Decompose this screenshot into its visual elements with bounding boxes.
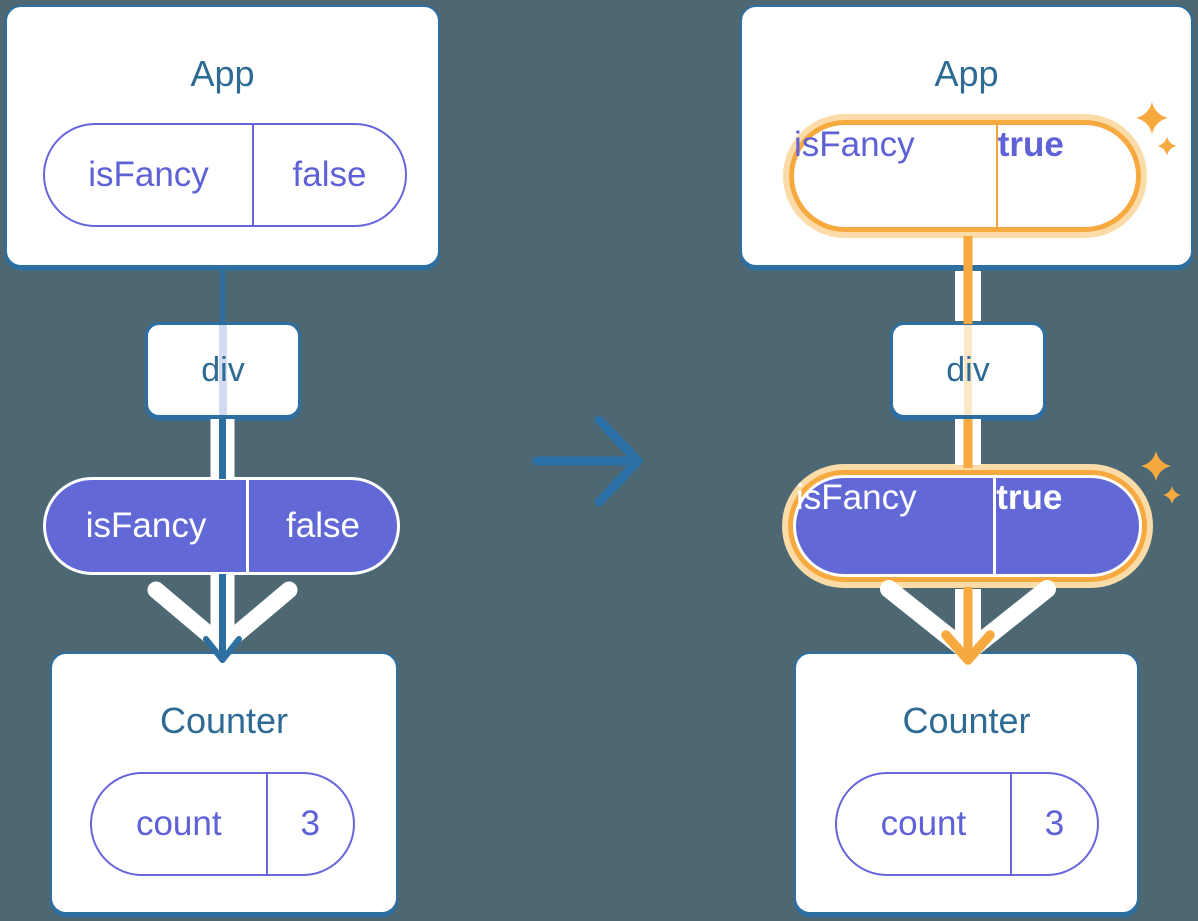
prop-value: false <box>286 506 360 545</box>
counter-card: Counter count 3 <box>794 652 1139 914</box>
passed-prop-pill: isFancy false <box>43 477 400 575</box>
state-value-cell: 3 <box>1009 774 1097 874</box>
prop-name-cell: isFancy <box>46 480 246 572</box>
prop-value-cell: true <box>995 125 1136 227</box>
sparkle-icon <box>1163 486 1181 504</box>
prop-name-cell: isFancy <box>796 478 993 574</box>
prop-value: false <box>292 155 367 194</box>
prop-value-cell: false <box>252 125 405 225</box>
counter-card: Counter count 3 <box>50 652 398 914</box>
prop-name-cell: isFancy <box>794 125 996 227</box>
prop-name: isFancy <box>88 155 209 194</box>
state-value: 3 <box>300 804 320 843</box>
prop-value: true <box>997 125 1064 164</box>
div-label: div <box>201 350 245 389</box>
prop-name-cell: isFancy <box>45 125 252 225</box>
prop-name: isFancy <box>794 125 915 164</box>
passed-prop-pill-highlighted: isFancy true <box>782 464 1153 588</box>
app-prop-pill: isFancy false <box>43 123 407 227</box>
app-card: App isFancy false <box>5 5 440 267</box>
div-label: div <box>946 350 990 389</box>
prop-value-cell: true <box>993 478 1139 574</box>
highlight-ring: isFancy true <box>788 470 1147 582</box>
transition-arrow-icon <box>532 415 643 507</box>
sparkle-icon <box>1141 451 1171 481</box>
state-name-cell: count <box>837 774 1010 874</box>
app-prop-pill-highlighted: isFancy true <box>783 114 1147 238</box>
flow-chevron-icon <box>880 580 1056 661</box>
prop-name: isFancy <box>85 506 207 545</box>
prop-value: true <box>996 478 1063 517</box>
state-value: 3 <box>1044 804 1065 843</box>
state-name: count <box>880 804 967 843</box>
counter-state-pill: count 3 <box>90 772 355 876</box>
highlight-ring: isFancy true <box>789 120 1141 232</box>
app-title: App <box>190 53 255 94</box>
state-name-cell: count <box>92 774 266 874</box>
div-node: div <box>890 322 1046 418</box>
prop-flow-through-line <box>219 325 227 415</box>
state-name: count <box>135 804 222 843</box>
counter-title: Counter <box>159 700 289 741</box>
prop-name: isFancy <box>796 478 917 517</box>
prop-flow-through-line <box>964 325 972 415</box>
counter-state-pill: count 3 <box>835 772 1099 876</box>
div-node: div <box>145 322 301 418</box>
prop-value-cell: false <box>246 480 397 572</box>
app-title: App <box>934 53 999 94</box>
after-tree-edges <box>880 236 1056 665</box>
flow-chevron-icon <box>147 581 298 655</box>
counter-title: Counter <box>902 700 1031 741</box>
state-value-cell: 3 <box>265 774 353 874</box>
